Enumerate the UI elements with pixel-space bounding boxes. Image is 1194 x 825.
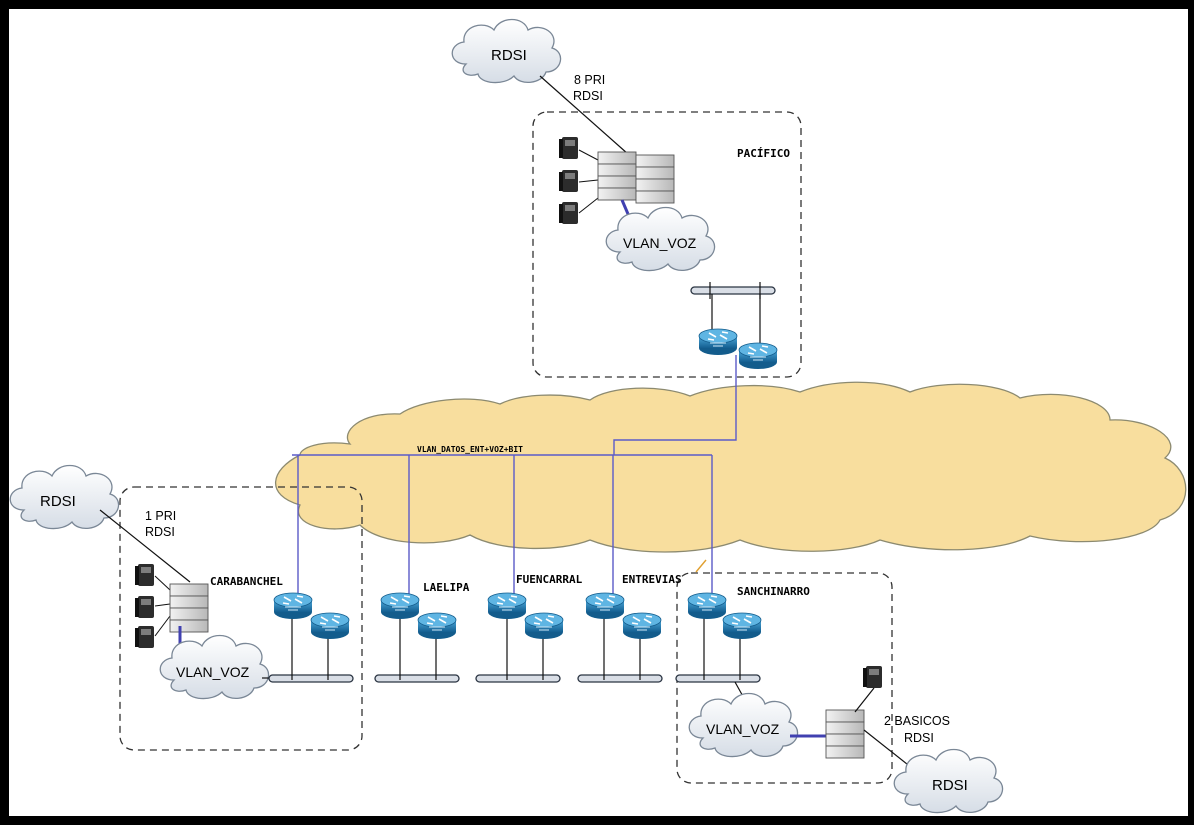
pacifico-router-1 [698, 328, 738, 356]
carabanchel-trunk-line1: 1 PRI [145, 509, 176, 523]
pacifico-trunk-line1: 8 PRI [574, 73, 605, 87]
pacifico-switch [690, 286, 776, 295]
vlan-cloud-sanchinarro-label: VLAN_VOZ [706, 721, 780, 737]
site-box-carabanchel [119, 486, 363, 751]
site-label-sanchinarro: SANCHINARRO [737, 585, 810, 598]
entrevias-router-1 [585, 592, 625, 620]
site-box-pacifico [532, 111, 802, 378]
carabanchel-router-1 [273, 592, 313, 620]
sanchinarro-phone [863, 666, 882, 688]
vlan-cloud-pacifico-label: VLAN_VOZ [623, 235, 697, 251]
pacifico-phones [559, 137, 599, 224]
pacifico-router-2 [738, 342, 778, 370]
rdsi-cloud-left-label: RDSI [40, 493, 76, 510]
site-label-pacifico: PACÍFICO [737, 147, 790, 160]
sanchinarro-switch [675, 674, 761, 683]
pacifico-pbx-1 [597, 151, 637, 201]
laelipa-switch [374, 674, 460, 683]
pacifico-pbx-2 [635, 154, 675, 204]
wan-vlan-label: VLAN_DATOS_ENT+VOZ+BIT [417, 445, 523, 454]
laelipa-router-1 [380, 592, 420, 620]
sanchinarro-router-2 [722, 612, 762, 640]
rdsi-cloud-top-label: RDSI [491, 47, 527, 64]
rdsi-cloud-bottom-label: RDSI [932, 777, 968, 794]
sanchinarro-trunk-line1: 2 BASICOS [884, 714, 950, 728]
sanchinarro-pbx [825, 709, 865, 759]
wan-cloud [274, 381, 1187, 553]
vlan-cloud-carabanchel-label: VLAN_VOZ [176, 664, 250, 680]
carabanchel-router-2 [310, 612, 350, 640]
entrevias-switch [577, 674, 663, 683]
pacifico-trunk-line2: RDSI [573, 89, 603, 103]
sanchinarro-router-1 [687, 592, 727, 620]
fuencarral-router-1 [487, 592, 527, 620]
carabanchel-phones [135, 564, 171, 648]
carabanchel-switch [268, 674, 354, 683]
entrevias-router-2 [622, 612, 662, 640]
sanchinarro-trunk-line2: RDSI [904, 731, 934, 745]
fuencarral-switch [475, 674, 561, 683]
site-label-carabanchel: CARABANCHEL [210, 575, 283, 588]
wan-vlan-links [292, 355, 737, 598]
carabanchel-pbx [169, 583, 209, 633]
site-label-fuencarral: FUENCARRAL [516, 573, 583, 586]
laelipa-router-2 [417, 612, 457, 640]
fuencarral-router-2 [524, 612, 564, 640]
site-label-laelipa: LAELIPA [423, 581, 470, 594]
carabanchel-trunk-line2: RDSI [145, 525, 175, 539]
site-label-entrevias: ENTREVIAS [622, 573, 682, 586]
